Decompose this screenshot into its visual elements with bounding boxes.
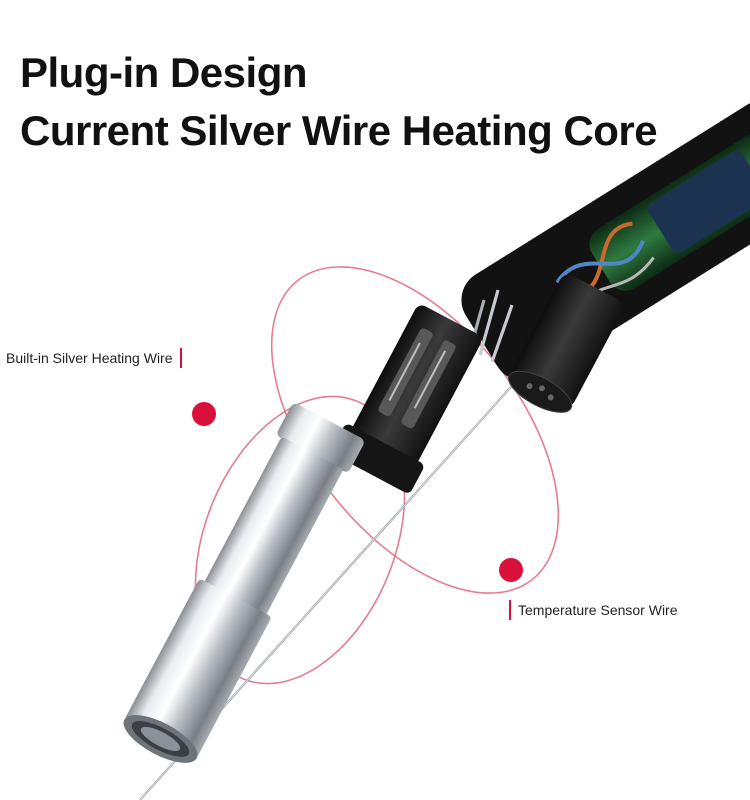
callout-sensor-wire: Temperature Sensor Wire (509, 600, 678, 620)
orbit-ring-left (194, 395, 406, 685)
marker-dot-heating (192, 402, 216, 426)
socket-connector (508, 274, 623, 413)
marker-dot-sensor (499, 558, 523, 582)
callout-heating-wire: Built-in Silver Heating Wire (6, 348, 182, 368)
page-title: Plug-in Design Current Silver Wire Heati… (20, 44, 658, 160)
steel-tube (123, 403, 364, 763)
title-line-2: Current Silver Wire Heating Core (20, 107, 658, 154)
title-line-1: Plug-in Design (20, 49, 308, 96)
